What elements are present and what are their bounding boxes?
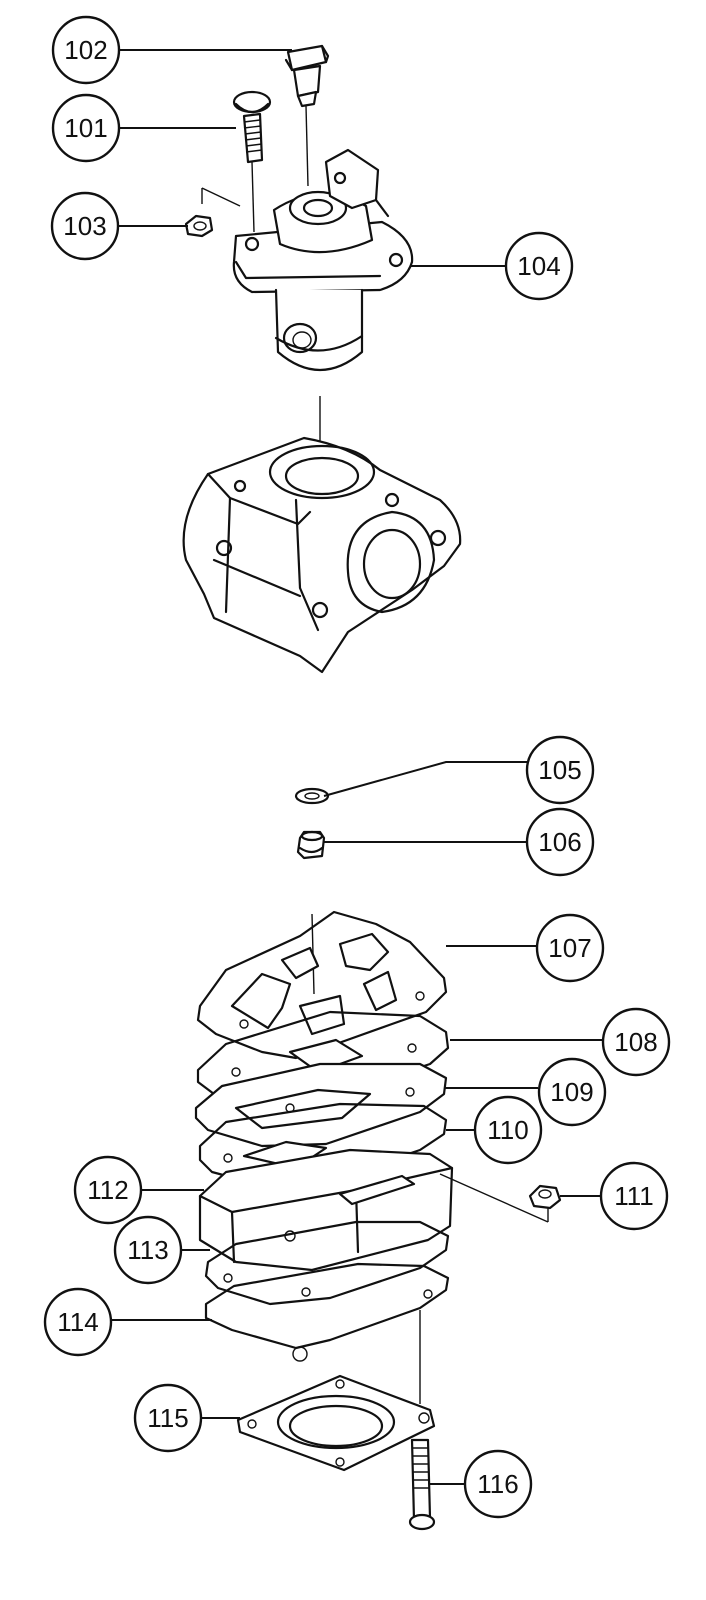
part-101-screw <box>232 90 272 233</box>
callout-label: 104 <box>517 251 560 281</box>
part-106-plug <box>296 830 326 860</box>
part-111-nut <box>528 1184 562 1210</box>
callout-label: 107 <box>548 933 591 963</box>
callout-106: 106 <box>525 807 595 877</box>
part-113-gasket <box>204 1220 450 1306</box>
callout-101: 101 <box>51 93 121 163</box>
part-114-diaphragm <box>204 1262 450 1404</box>
callout-label: 110 <box>487 1115 528 1145</box>
part-116-screw <box>408 1438 436 1531</box>
callout-114: 114 <box>43 1287 113 1357</box>
callout-108: 108 <box>601 1007 671 1077</box>
callout-label: 116 <box>477 1469 518 1499</box>
callout-label: 105 <box>538 755 581 785</box>
callout-label: 111 <box>614 1181 654 1211</box>
part-103-nut <box>184 187 241 238</box>
part-109-plate <box>194 1062 448 1148</box>
carburetor-main-body <box>182 436 462 674</box>
callout-label: 114 <box>57 1307 98 1337</box>
callout-116: 116 <box>463 1449 533 1519</box>
callout-110: 110 <box>473 1095 543 1165</box>
callout-label: 109 <box>550 1077 593 1107</box>
callout-109: 109 <box>537 1057 607 1127</box>
leader-lines <box>112 49 604 1485</box>
callout-104: 104 <box>504 231 574 301</box>
callout-label: 113 <box>127 1235 168 1265</box>
callout-113: 113 <box>113 1215 183 1285</box>
callout-label: 115 <box>147 1403 188 1433</box>
part-107-gasket <box>196 910 448 1060</box>
callout-label: 112 <box>87 1175 128 1205</box>
part-112-pump-body <box>198 1148 549 1272</box>
callout-label: 106 <box>538 827 581 857</box>
callout-103: 103 <box>50 191 120 261</box>
callout-115: 115 <box>133 1383 203 1453</box>
part-115-cover-plate <box>236 1374 436 1472</box>
part-102-adjusting-screw <box>284 44 330 187</box>
callout-label: 101 <box>64 113 107 143</box>
callout-107: 107 <box>535 913 605 983</box>
callout-label: 103 <box>63 211 106 241</box>
callout-112: 112 <box>73 1155 143 1225</box>
callout-111: 111 <box>599 1161 669 1231</box>
part-104-throttle-body <box>232 148 414 371</box>
callout-label: 108 <box>614 1027 657 1057</box>
callout-105: 105 <box>525 735 595 805</box>
part-108-gasket <box>196 1010 450 1110</box>
callout-102: 102 <box>51 15 121 85</box>
part-105-washer <box>294 787 330 805</box>
callout-label: 102 <box>64 35 107 65</box>
